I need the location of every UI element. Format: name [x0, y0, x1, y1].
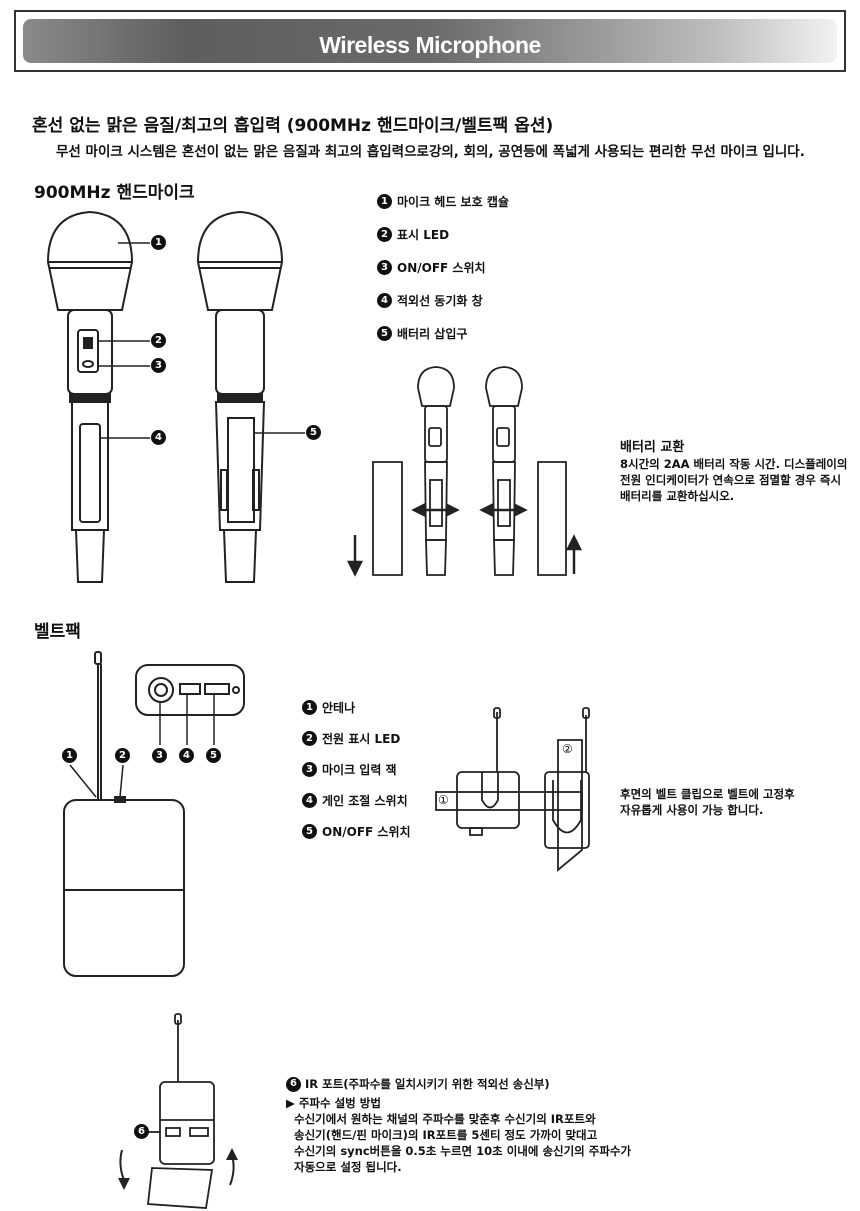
list-item: 2 표시 LED — [377, 218, 597, 251]
list-label: 마이크 입력 잭 — [322, 763, 397, 777]
beltpack-feature-list: 1 안테나 2 전원 표시 LED 3 마이크 입력 잭 4 게인 조절 스위치 5 ON… — [302, 692, 502, 847]
battery-line: 전원 인디케이터가 연속으로 점멸할 경우 즉시 — [620, 473, 842, 487]
list-label: ON/OFF 스위치 — [397, 261, 486, 275]
clip-line: 자유롭게 사용이 가능 합니다. — [620, 803, 764, 817]
callout-2: 2 — [115, 748, 130, 763]
list-item: 4 적외선 동기화 창 — [377, 284, 597, 317]
list-num: 1 — [302, 700, 317, 715]
list-label: 적외선 동기화 창 — [397, 294, 483, 308]
ir-text: 6 IR 포트(주파수를 일치시키기 위한 적외선 송신부) ▶ 주파수 설벙 방… — [286, 1076, 646, 1175]
list-item: 4 게인 조절 스위치 — [302, 785, 502, 816]
clip-line: 후면의 벨트 클립으로 벨트에 고정후 — [620, 787, 795, 801]
ir-num: 6 — [286, 1076, 301, 1092]
list-label: 배터리 삽입구 — [397, 327, 468, 341]
list-label: 전원 표시 LED — [322, 732, 401, 746]
beltpack-section-title: 벨트팩 — [34, 622, 81, 642]
list-num: 2 — [377, 227, 392, 242]
list-num: 2 — [302, 731, 317, 746]
list-item: 1 안테나 — [302, 692, 502, 723]
callout-5: 5 — [206, 748, 221, 763]
ir-line: 수신기의 sync버튼을 0.5초 누르면 10초 이내에 송신기의 주파수가 — [294, 1144, 632, 1158]
battery-text: 8시간의 2AA 배터리 작동 시간. 디스플레이의 전원 인디케이터가 연속으… — [620, 456, 847, 504]
intro-description: 무선 마이크 시스템은 혼선이 없는 맑은 음질과 최고의 흡입력으로강의, 회… — [56, 144, 805, 160]
ir-line: 수신기에서 원하는 채널의 주파수를 맞춘후 수신기의 IR포트와 — [294, 1112, 596, 1126]
callout-4: 4 — [151, 430, 166, 445]
list-item: 2 전원 표시 LED — [302, 723, 502, 754]
handmic-section-title: 900MHz 핸드마이크 — [34, 183, 195, 203]
ir-title: IR 포트(주파수를 일치시키기 위한 적외선 송신부) — [305, 1077, 550, 1091]
title-banner: Wireless Microphone — [14, 10, 846, 72]
list-num: 3 — [377, 260, 392, 275]
handmic-feature-list: 1 마이크 헤드 보호 캡슐 2 표시 LED 3 ON/OFF 스위치 4 적외선 동… — [377, 185, 597, 350]
list-label: 마이크 헤드 보호 캡슐 — [397, 195, 509, 209]
list-label: 안테나 — [322, 701, 356, 715]
list-num: 4 — [302, 793, 317, 808]
callout-1: 1 — [151, 235, 166, 250]
page-title: Wireless Microphone — [319, 32, 541, 58]
callout-5: 5 — [306, 425, 321, 440]
battery-line: 배터리를 교환하십시오. — [620, 489, 735, 503]
list-item: 3 ON/OFF 스위치 — [377, 251, 597, 284]
ir-line: 자동으로 설정 됩니다. — [294, 1160, 402, 1174]
list-num: 5 — [302, 824, 317, 839]
list-num: 5 — [377, 326, 392, 341]
battery-title: 배터리 교환 — [620, 440, 685, 455]
intro-headline: 혼선 없는 맑은 음질/최고의 흡입력 (900MHz 핸드마이크/벨트팩 옵션… — [32, 116, 554, 136]
callout-3: 3 — [151, 358, 166, 373]
handmic-illustration — [46, 210, 583, 583]
callout-4: 4 — [179, 748, 194, 763]
list-num: 3 — [302, 762, 317, 777]
ir-callout: 6 — [134, 1124, 149, 1139]
battery-line: 8시간의 2AA 배터리 작동 시간. 디스플레이의 — [620, 457, 848, 471]
title-banner-gradient: Wireless Microphone — [23, 19, 837, 63]
list-label: 표시 LED — [397, 228, 450, 242]
belt-clip-text: 후면의 벨트 클립으로 벨트에 고정후 자유롭게 사용이 가능 합니다. — [620, 786, 795, 818]
callout-2: 2 — [151, 333, 166, 348]
ir-subtitle: ▶ 주파수 설벙 방법 — [286, 1096, 381, 1110]
list-num: 4 — [377, 293, 392, 308]
clip-marker-2: ② — [562, 742, 573, 756]
list-label: ON/OFF 스위치 — [322, 825, 411, 839]
callout-1: 1 — [62, 748, 77, 763]
list-item: 1 마이크 헤드 보호 캡슐 — [377, 185, 597, 218]
list-item: 5 배터리 삽입구 — [377, 317, 597, 350]
list-num: 1 — [377, 194, 392, 209]
ir-steps: 수신기에서 원하는 채널의 주파수를 맞춘후 수신기의 IR포트와 송신기(핸드… — [286, 1111, 646, 1175]
list-item: 5 ON/OFF 스위치 — [302, 816, 502, 847]
callout-3: 3 — [152, 748, 167, 763]
clip-marker-1: ① — [438, 793, 449, 807]
list-item: 3 마이크 입력 잭 — [302, 754, 502, 785]
ir-title-row: 6 IR 포트(주파수를 일치시키기 위한 적외선 송신부) — [286, 1076, 646, 1092]
ir-line: 송신기(핸드/핀 마이크)의 IR포트를 5센티 정도 가까이 맞대고 — [294, 1128, 598, 1142]
list-label: 게인 조절 스위치 — [322, 794, 408, 808]
